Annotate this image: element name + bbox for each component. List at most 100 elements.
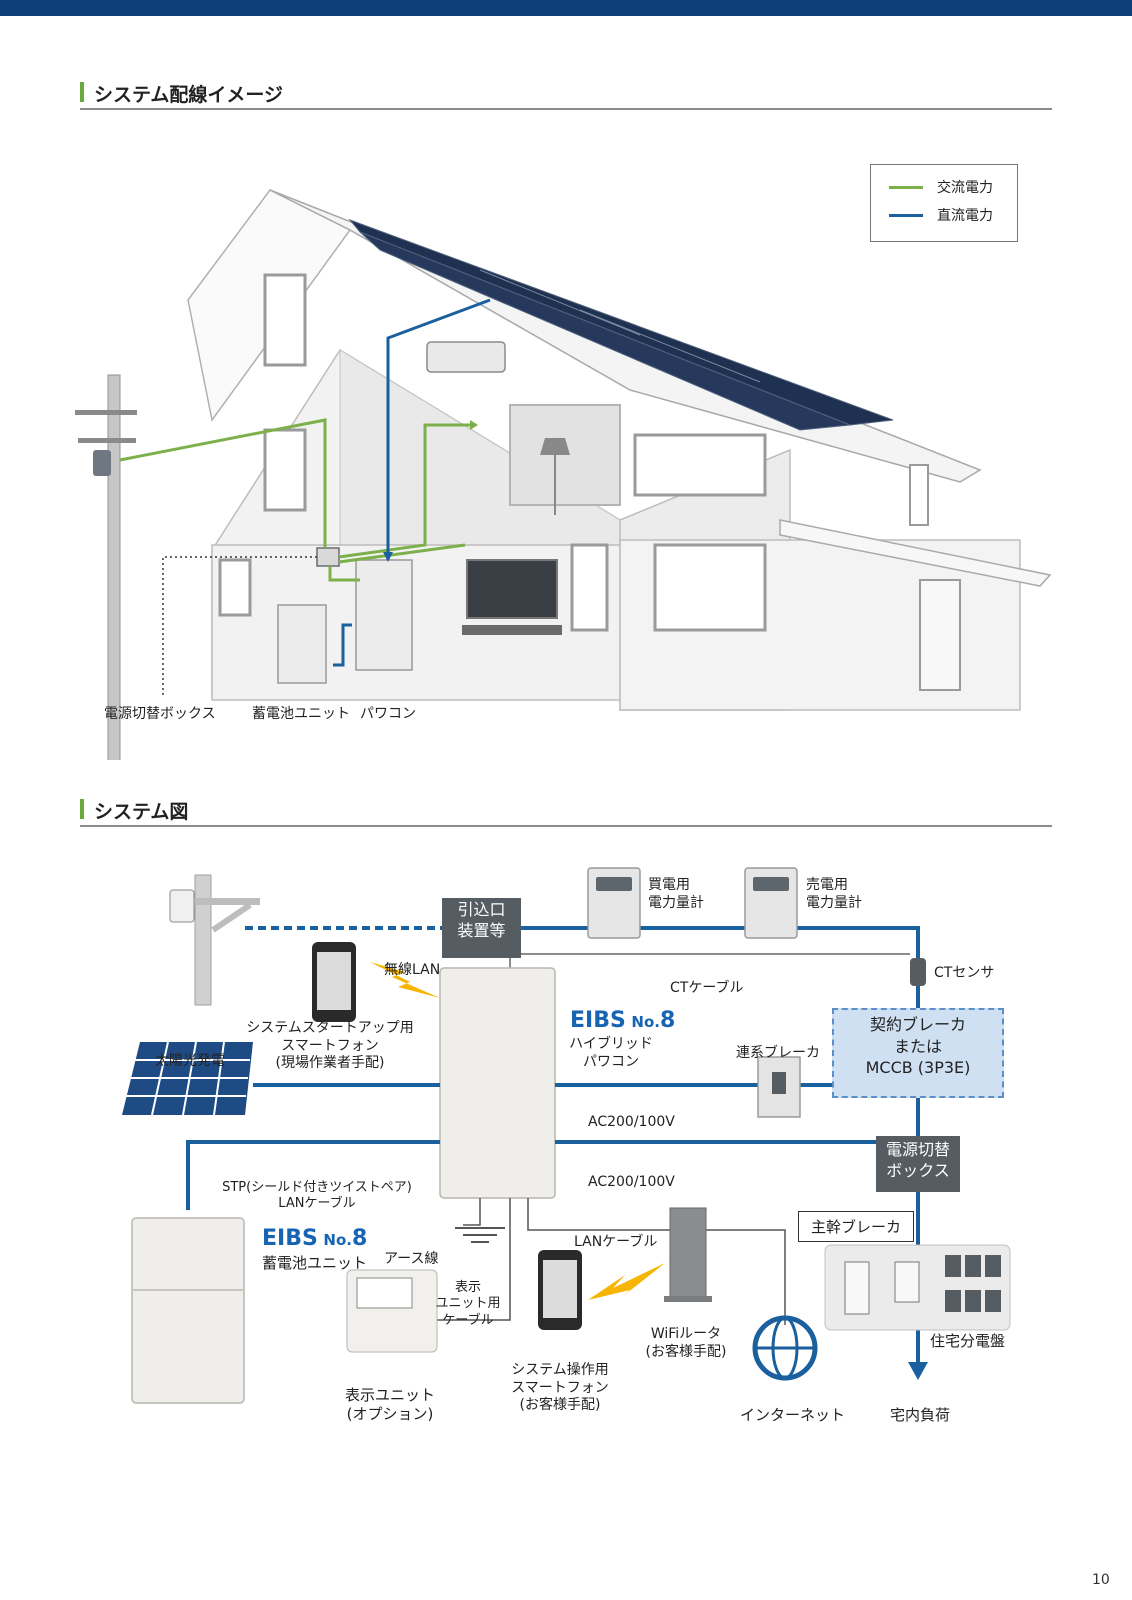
ct-sensor-icon [910, 958, 926, 986]
eibs-pcs-brand-text: EIBS [570, 1008, 626, 1033]
wifi-router-label: WiFiルータ (お客様手配) [636, 1326, 736, 1361]
ct-cable-label: CTケーブル [670, 980, 744, 998]
battery-unit-label: 蓄電池ユニット [262, 1254, 367, 1273]
service-entrance-label-2: 装置等 [442, 921, 521, 942]
display-unit-label-1: 表示ユニット [340, 1386, 440, 1405]
earth-label: アース線 [384, 1251, 438, 1269]
display-cable-label-3: ケーブル [432, 1313, 504, 1329]
op-phone-label: システム操作用 スマートフォン (お客様手配) [495, 1362, 625, 1415]
wifi-router-label-2: (お客様手配) [636, 1344, 736, 1362]
front-door [920, 580, 960, 690]
battery-device [278, 605, 326, 683]
page-number: 10 [1092, 1572, 1110, 1588]
service-entrance-label-1: 引込口 [442, 900, 521, 921]
switch-box-label-2: ボックス [876, 1161, 960, 1182]
legend-ac-label: 交流電力 [937, 177, 993, 197]
pole-transformer-icon [93, 450, 111, 476]
pcs-device [356, 560, 412, 670]
op-phone-label-2: スマートフォン [495, 1380, 625, 1398]
utility-pole [108, 375, 120, 760]
air-conditioner-icon [427, 342, 505, 372]
eibs-pcs-brand: EIBS No.8 [570, 1008, 675, 1033]
panel-label: 住宅分電盤 [930, 1332, 1005, 1351]
window-upper-1 [265, 275, 305, 365]
solar-label: 太陽光発電 [155, 1053, 225, 1071]
house-lower-wall [212, 545, 622, 700]
startup-phone-label-2: スマートフォン [240, 1038, 420, 1056]
lamp-icon [540, 438, 570, 455]
eibs-battery-no: No. [323, 1231, 352, 1249]
grid-breaker-label: 連系ブレーカ [736, 1045, 820, 1063]
house-load-arrow-icon [908, 1362, 928, 1380]
tv-icon [467, 560, 557, 618]
op-phone-label-3: (お客様手配) [495, 1397, 625, 1415]
eibs-battery-brand-text: EIBS [262, 1226, 318, 1251]
house-load-label: 宅内負荷 [890, 1406, 950, 1425]
label-pcs: パワコン [360, 706, 416, 724]
section-title-wiring: システム配線イメージ [94, 80, 283, 107]
ct-sensor-label: CTセンサ [934, 965, 994, 983]
startup-phone-label-1: システムスタートアップ用 [240, 1020, 420, 1038]
legend-box: 交流電力 直流電力 [870, 164, 1018, 242]
switch-box-label-1: 電源切替 [876, 1140, 960, 1161]
window-upper-2 [265, 430, 305, 510]
eibs-battery-brand: EIBS No.8 [262, 1226, 367, 1251]
display-unit-label-2: (オプション) [340, 1405, 440, 1424]
hybrid-pcs-label-1: ハイブリッド [566, 1036, 656, 1054]
startup-phone-label: システムスタートアップ用 スマートフォン (現場作業者手配) [240, 1020, 420, 1073]
sell-meter-label: 売電用 電力量計 [806, 877, 862, 912]
wireless-lan-label: 無線LAN [384, 962, 440, 980]
display-cable-label-2: ユニット用 [432, 1296, 504, 1312]
internet-label: インターネット [740, 1406, 845, 1425]
display-unit-label: 表示ユニット (オプション) [340, 1386, 440, 1424]
contract-breaker-label-2: または [834, 1036, 1002, 1058]
contract-breaker-label-1: 契約ブレーカ [834, 1014, 1002, 1036]
battery-unit-device [132, 1218, 244, 1403]
ac-label-2: AC200/100V [588, 1174, 675, 1192]
section-accent-bar [80, 82, 84, 102]
buy-meter-label-2: 電力量計 [648, 895, 704, 913]
legend-item-dc: 直流電力 [889, 205, 1014, 225]
ct-cable-line [510, 954, 910, 968]
contract-breaker-label-3: MCCB (3P3E) [834, 1057, 1002, 1079]
legend-item-ac: 交流電力 [889, 177, 1014, 197]
sell-meter-label-1: 売電用 [806, 877, 862, 895]
sell-meter-label-2: 電力量計 [806, 895, 862, 913]
contract-breaker-box: 契約ブレーカ または MCCB (3P3E) [832, 1008, 1004, 1098]
main-breaker-label: 主幹ブレーカ [798, 1211, 914, 1242]
stp-cable-label: STP(シールド付きツイストペア) LANケーブル [222, 1180, 412, 1213]
section-title-system: システム図 [94, 797, 188, 824]
ac-label-1: AC200/100V [588, 1114, 675, 1132]
label-switch-box: 電源切替ボックス [104, 706, 216, 724]
power-switch-box: 電源切替 ボックス [876, 1136, 960, 1192]
top-header-bar [0, 0, 1132, 16]
section-accent-bar [80, 799, 84, 819]
display-cable-label: 表示 ユニット用 ケーブル [432, 1280, 504, 1329]
eibs-pcs-num: 8 [660, 1008, 675, 1033]
eibs-battery-num: 8 [352, 1226, 367, 1251]
stp-cable-label-2: LANケーブル [222, 1196, 412, 1212]
legend-dc-swatch [889, 214, 923, 217]
lan-cable-label: LANケーブル [574, 1234, 657, 1252]
section-header-wiring: システム配線イメージ [80, 80, 1052, 110]
buy-meter-label-1: 買電用 [648, 877, 704, 895]
startup-phone-label-3: (現場作業者手配) [240, 1055, 420, 1073]
op-phone-label-1: システム操作用 [495, 1362, 625, 1380]
switch-box-device [317, 548, 339, 566]
wifi-bolt-icon [588, 1263, 665, 1300]
label-battery-unit: 蓄電池ユニット [252, 706, 350, 724]
buy-meter-label: 買電用 電力量計 [648, 877, 704, 912]
section-header-system: システム図 [80, 797, 1052, 827]
service-entrance-box: 引込口 装置等 [442, 898, 521, 958]
hybrid-pcs-label: ハイブリッド パワコン [566, 1036, 656, 1071]
hybrid-pcs-device [440, 968, 555, 1198]
wifi-router-label-1: WiFiルータ [636, 1326, 736, 1344]
hybrid-pcs-label-2: パワコン [566, 1054, 656, 1072]
legend-ac-swatch [889, 186, 923, 189]
legend-dc-label: 直流電力 [937, 205, 993, 225]
system-utility-pole [195, 875, 211, 1005]
system-transformer-icon [170, 890, 194, 922]
display-cable-label-1: 表示 [432, 1280, 504, 1296]
wifi-router-icon [670, 1208, 706, 1298]
eibs-pcs-no: No. [631, 1013, 660, 1031]
